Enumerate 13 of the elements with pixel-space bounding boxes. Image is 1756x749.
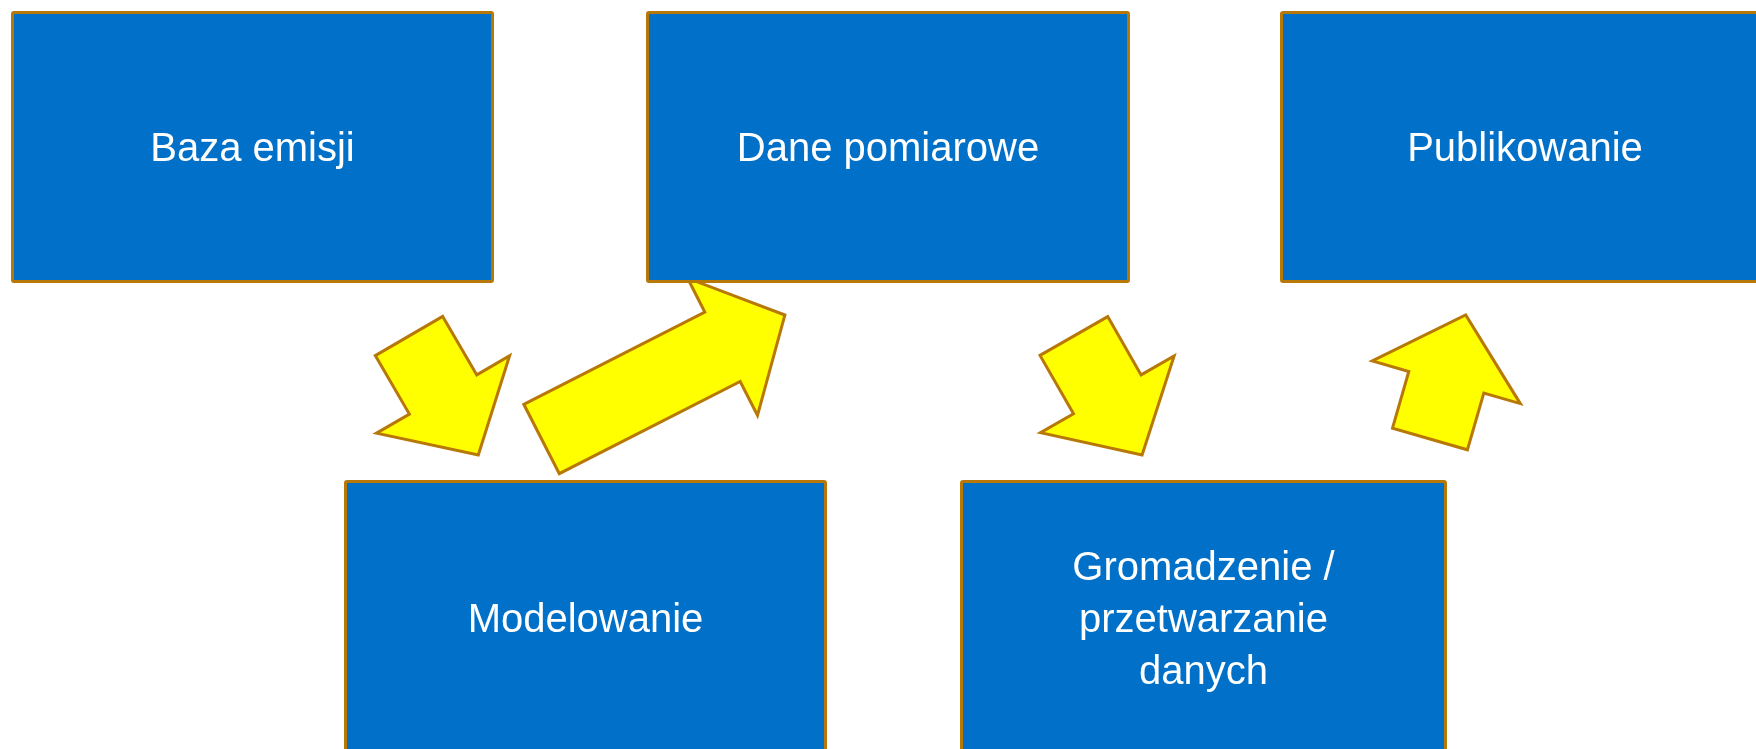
block-arrow: [372, 314, 513, 457]
block-arrow: [1368, 313, 1524, 452]
box-label: Dane pomiarowe: [736, 124, 1040, 171]
process-box: [11, 11, 494, 283]
box-label: Gromadzenie / przetwarzanie danych: [1071, 543, 1336, 694]
process-box: [344, 480, 827, 749]
box-label: Modelowanie: [467, 595, 704, 642]
process-box: [646, 11, 1130, 283]
process-box: [960, 480, 1447, 749]
box-label: Baza emisji: [150, 124, 355, 171]
process-box: [1280, 11, 1756, 283]
block-arrow: [1036, 314, 1177, 457]
box-label: Publikowanie: [1407, 124, 1643, 171]
